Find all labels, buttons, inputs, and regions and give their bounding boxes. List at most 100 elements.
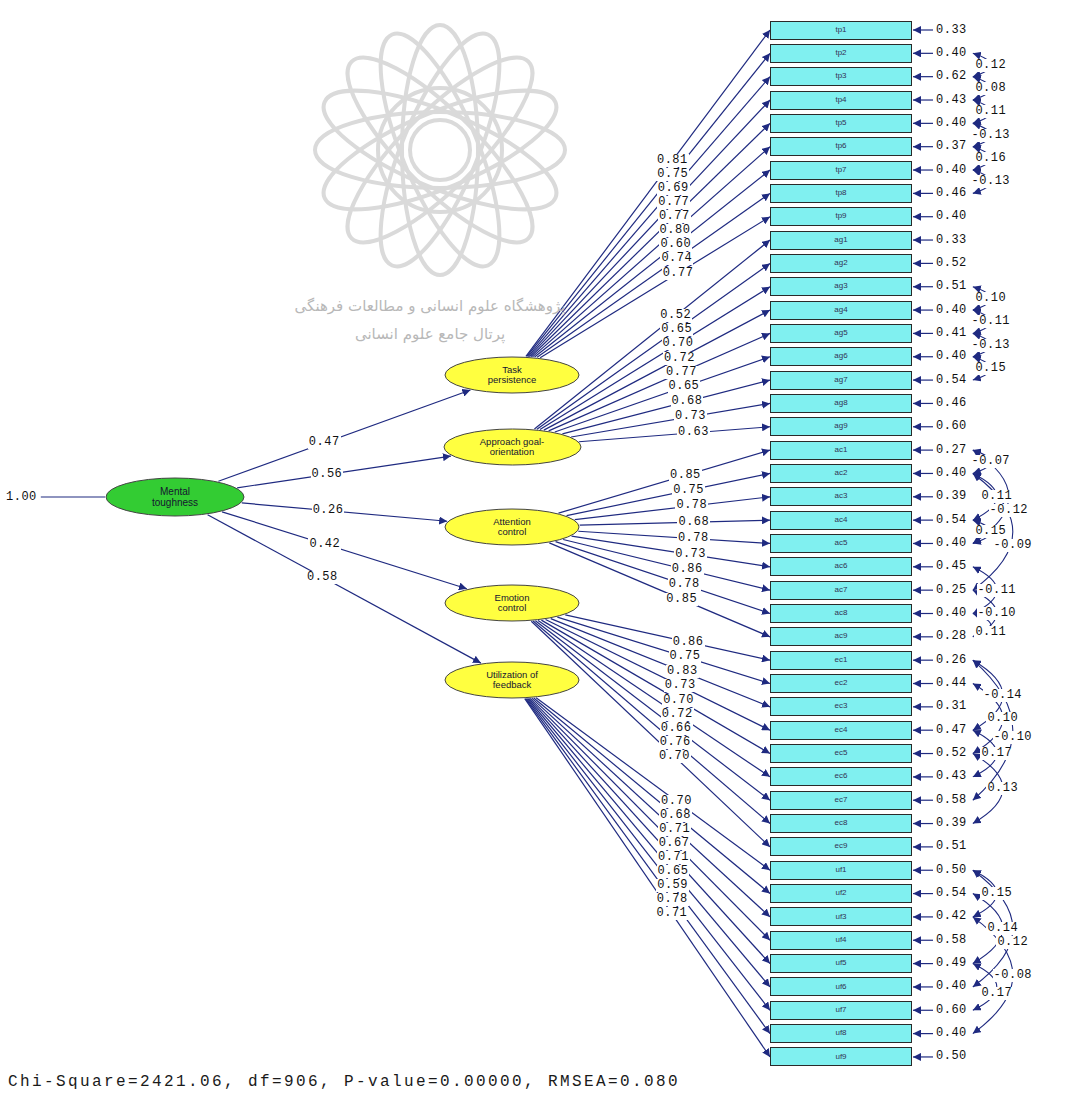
error-arrow bbox=[913, 683, 933, 684]
error-arrow bbox=[913, 450, 933, 451]
error-arrow bbox=[913, 426, 933, 427]
indicator-box: uf4 bbox=[770, 931, 912, 950]
node-label: tp3 bbox=[835, 72, 846, 81]
error-covariance: 0.13 bbox=[986, 782, 1019, 795]
path-arrow bbox=[526, 699, 770, 1034]
path-arrow bbox=[529, 698, 770, 963]
error-covariance: 0.10 bbox=[986, 712, 1019, 725]
error-arrow bbox=[913, 76, 933, 77]
node-label: tp1 bbox=[835, 26, 846, 35]
node-label: ag5 bbox=[834, 329, 847, 338]
indicator-box: tp6 bbox=[770, 137, 912, 156]
error-arrow bbox=[913, 543, 933, 544]
path-coefficient: 0.70 bbox=[658, 750, 691, 763]
error-variance: 0.31 bbox=[936, 700, 967, 713]
error-variance: 0.40 bbox=[936, 164, 967, 177]
node-label: ag1 bbox=[834, 236, 847, 245]
path-arrow bbox=[562, 380, 770, 434]
first-order-factor: Attention control bbox=[444, 508, 580, 546]
indicator-box: ag2 bbox=[770, 254, 912, 273]
indicator-box: ag8 bbox=[770, 394, 912, 413]
error-covariance: -0.14 bbox=[983, 689, 1024, 702]
error-covariance: 0.08 bbox=[974, 82, 1007, 95]
error-variance: 0.40 bbox=[936, 117, 967, 130]
indicator-box: uf2 bbox=[770, 884, 912, 903]
path-coefficient: 0.26 bbox=[312, 504, 345, 517]
error-variance: 0.33 bbox=[936, 24, 967, 37]
error-variance: 0.40 bbox=[936, 47, 967, 60]
path-coefficient: 0.70 bbox=[660, 795, 693, 808]
path-coefficient: 0.73 bbox=[674, 410, 707, 423]
error-covariance: 0.16 bbox=[974, 152, 1007, 165]
indicator-box: ac1 bbox=[770, 441, 912, 460]
node-label: uf8 bbox=[835, 1029, 846, 1038]
first-order-factor: Task persistence bbox=[444, 356, 580, 394]
indicator-box: ac3 bbox=[770, 487, 912, 506]
path-coefficient: 0.71 bbox=[656, 907, 689, 920]
path-coefficient: 0.78 bbox=[677, 532, 710, 545]
node-label: ec2 bbox=[835, 679, 848, 688]
error-covariance: 0.15 bbox=[980, 887, 1013, 900]
error-covariance: -0.11 bbox=[971, 315, 1012, 328]
covariance-arc bbox=[973, 473, 1013, 590]
indicator-box: ag7 bbox=[770, 371, 912, 390]
node-label: tp2 bbox=[835, 49, 846, 58]
node-label: tp7 bbox=[835, 166, 846, 175]
error-covariance: -0.13 bbox=[971, 129, 1012, 142]
path-arrow bbox=[537, 263, 770, 429]
error-arrow bbox=[913, 333, 933, 334]
path-coefficient: 0.81 bbox=[656, 154, 689, 167]
path-coefficient: 0.60 bbox=[659, 238, 692, 251]
path-arrow bbox=[536, 698, 770, 870]
error-variance: 0.28 bbox=[936, 630, 967, 643]
second-order-factor: Mental toughness bbox=[105, 477, 245, 517]
node-label: ac6 bbox=[835, 562, 848, 571]
path-arrow bbox=[549, 543, 770, 637]
indicator-box: ac5 bbox=[770, 534, 912, 553]
indicator-box: ac2 bbox=[770, 464, 912, 483]
error-arrow bbox=[913, 940, 933, 941]
error-variance: 0.52 bbox=[936, 257, 967, 270]
error-arrow bbox=[913, 520, 933, 521]
error-arrow bbox=[913, 590, 933, 591]
watermark-text: پرتال جامع علوم انسانی bbox=[355, 328, 505, 341]
node-label: uf1 bbox=[835, 866, 846, 875]
indicator-box: tp8 bbox=[770, 184, 912, 203]
error-covariance: 0.12 bbox=[974, 59, 1007, 72]
error-arrow bbox=[913, 963, 933, 964]
error-variance: 0.40 bbox=[936, 607, 967, 620]
indicator-box: tp9 bbox=[770, 207, 912, 226]
node-label: ac4 bbox=[835, 516, 848, 525]
error-variance: 0.40 bbox=[936, 210, 967, 223]
error-arrow bbox=[913, 216, 933, 217]
path-coefficient: 0.78 bbox=[675, 499, 708, 512]
node-label: uf3 bbox=[835, 913, 846, 922]
indicator-box: ag5 bbox=[770, 324, 912, 343]
error-arrow bbox=[913, 403, 933, 404]
path-coefficient: 0.86 bbox=[672, 636, 705, 649]
path-arrow bbox=[544, 310, 770, 430]
first-order-factor: Emotion control bbox=[444, 584, 580, 622]
error-variance: 0.58 bbox=[936, 794, 967, 807]
error-arrow bbox=[913, 29, 933, 30]
error-arrow bbox=[913, 800, 933, 801]
path-coefficient: 0.73 bbox=[664, 679, 697, 692]
indicator-box: tp5 bbox=[770, 114, 912, 133]
watermark-star bbox=[310, 20, 570, 280]
indicator-box: ec8 bbox=[770, 814, 912, 833]
path-arrow bbox=[208, 515, 481, 663]
error-variance: 0.62 bbox=[936, 70, 967, 83]
error-variance: 0.40 bbox=[936, 1027, 967, 1040]
error-covariance: -0.10 bbox=[977, 607, 1018, 620]
node-label: ag4 bbox=[834, 306, 847, 315]
error-covariance: 0.11 bbox=[974, 105, 1007, 118]
first-order-factor: Utilization of feedback bbox=[444, 661, 580, 699]
indicator-box: ac6 bbox=[770, 557, 912, 576]
node-label: Attention control bbox=[481, 517, 543, 538]
error-arrow bbox=[913, 239, 933, 240]
path-coefficient: 0.52 bbox=[659, 309, 692, 322]
path-arrow bbox=[555, 357, 770, 432]
path-arrow bbox=[572, 536, 770, 567]
node-label: tp6 bbox=[835, 142, 846, 151]
